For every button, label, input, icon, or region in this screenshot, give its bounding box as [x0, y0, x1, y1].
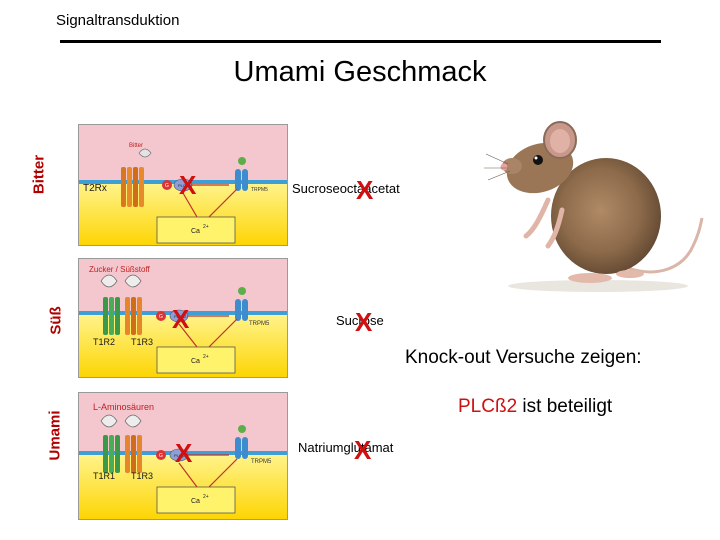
substance-suess: Sucrose: [336, 313, 384, 328]
plc-label-suess: PLCβ2: [174, 314, 187, 319]
channel-label-umami: TRPM5: [251, 459, 272, 465]
side-label-suess: Süß: [47, 306, 65, 335]
calcium-charge-umami: 2+: [203, 494, 209, 500]
calcium-label-suess: Ca: [191, 358, 200, 365]
mouse-photo: [478, 118, 708, 294]
x-mark-substance-umami: X: [354, 435, 372, 465]
plc-result: PLCß2 ist beteiligt: [458, 396, 612, 418]
pathway-panel-bitter: Bitter T2Rx G PLCβ2 TRPM5 Ca 2+: [78, 124, 288, 246]
receptor-label-umami-secondary: T1R3: [131, 471, 153, 481]
x-mark-panel-umami: X: [175, 438, 193, 468]
substance-bitter: Sucroseoctaacetat: [292, 181, 400, 196]
g-protein-label-bitter: G: [165, 183, 169, 189]
x-mark-panel-bitter: X: [179, 170, 197, 200]
panel-title-suess: Zucker / Süßstoff: [89, 265, 151, 274]
knockout-statement: Knock-out Versuche zeigen:: [405, 347, 642, 368]
x-mark-panel-suess: X: [172, 304, 190, 334]
substance-umami: Natriumglutamat: [298, 440, 394, 455]
panel-title-bitter: Bitter: [129, 143, 143, 149]
side-label-umami: Umami: [46, 410, 64, 461]
x-mark-substance-suess: X: [355, 307, 373, 337]
g-protein-label-umami: G: [159, 453, 163, 459]
plc-highlight: PLCß2: [458, 396, 518, 417]
channel-label-suess: TRPM5: [249, 321, 270, 327]
plc-label-umami: PLCβ2: [174, 453, 187, 458]
pathway-panel-suess: Zucker / Süßstoff T1R2 T1R3 G PLCβ2 TRPM…: [78, 258, 288, 378]
receptor-label-suess-primary: T1R2: [93, 337, 115, 347]
page-title: Umami Geschmack: [233, 56, 487, 88]
calcium-label-bitter: Ca: [191, 228, 200, 235]
receptor-label-umami-primary: T1R1: [93, 471, 115, 481]
receptor-label-bitter: T2Rx: [83, 183, 107, 194]
panel-title-umami: L-Aminosäuren: [93, 402, 154, 412]
plc-rest: ist beteiligt: [517, 396, 613, 417]
header-rule: [60, 40, 661, 43]
calcium-charge-bitter: 2+: [203, 224, 209, 230]
x-mark-substance-bitter: X: [356, 175, 374, 205]
calcium-charge-suess: 2+: [203, 354, 209, 360]
g-protein-label-suess: G: [159, 314, 163, 320]
header-label: Signaltransduktion: [56, 12, 180, 29]
pathway-panel-umami: L-Aminosäuren T1R1 T1R3 G PLCβ2 TRPM5 Ca…: [78, 392, 288, 520]
side-label-bitter: Bitter: [30, 154, 48, 195]
plc-label-bitter: PLCβ2: [178, 183, 191, 188]
receptor-label-suess-secondary: T1R3: [131, 337, 153, 347]
channel-label-bitter: TRPM5: [251, 187, 268, 193]
calcium-label-umami: Ca: [191, 498, 200, 505]
